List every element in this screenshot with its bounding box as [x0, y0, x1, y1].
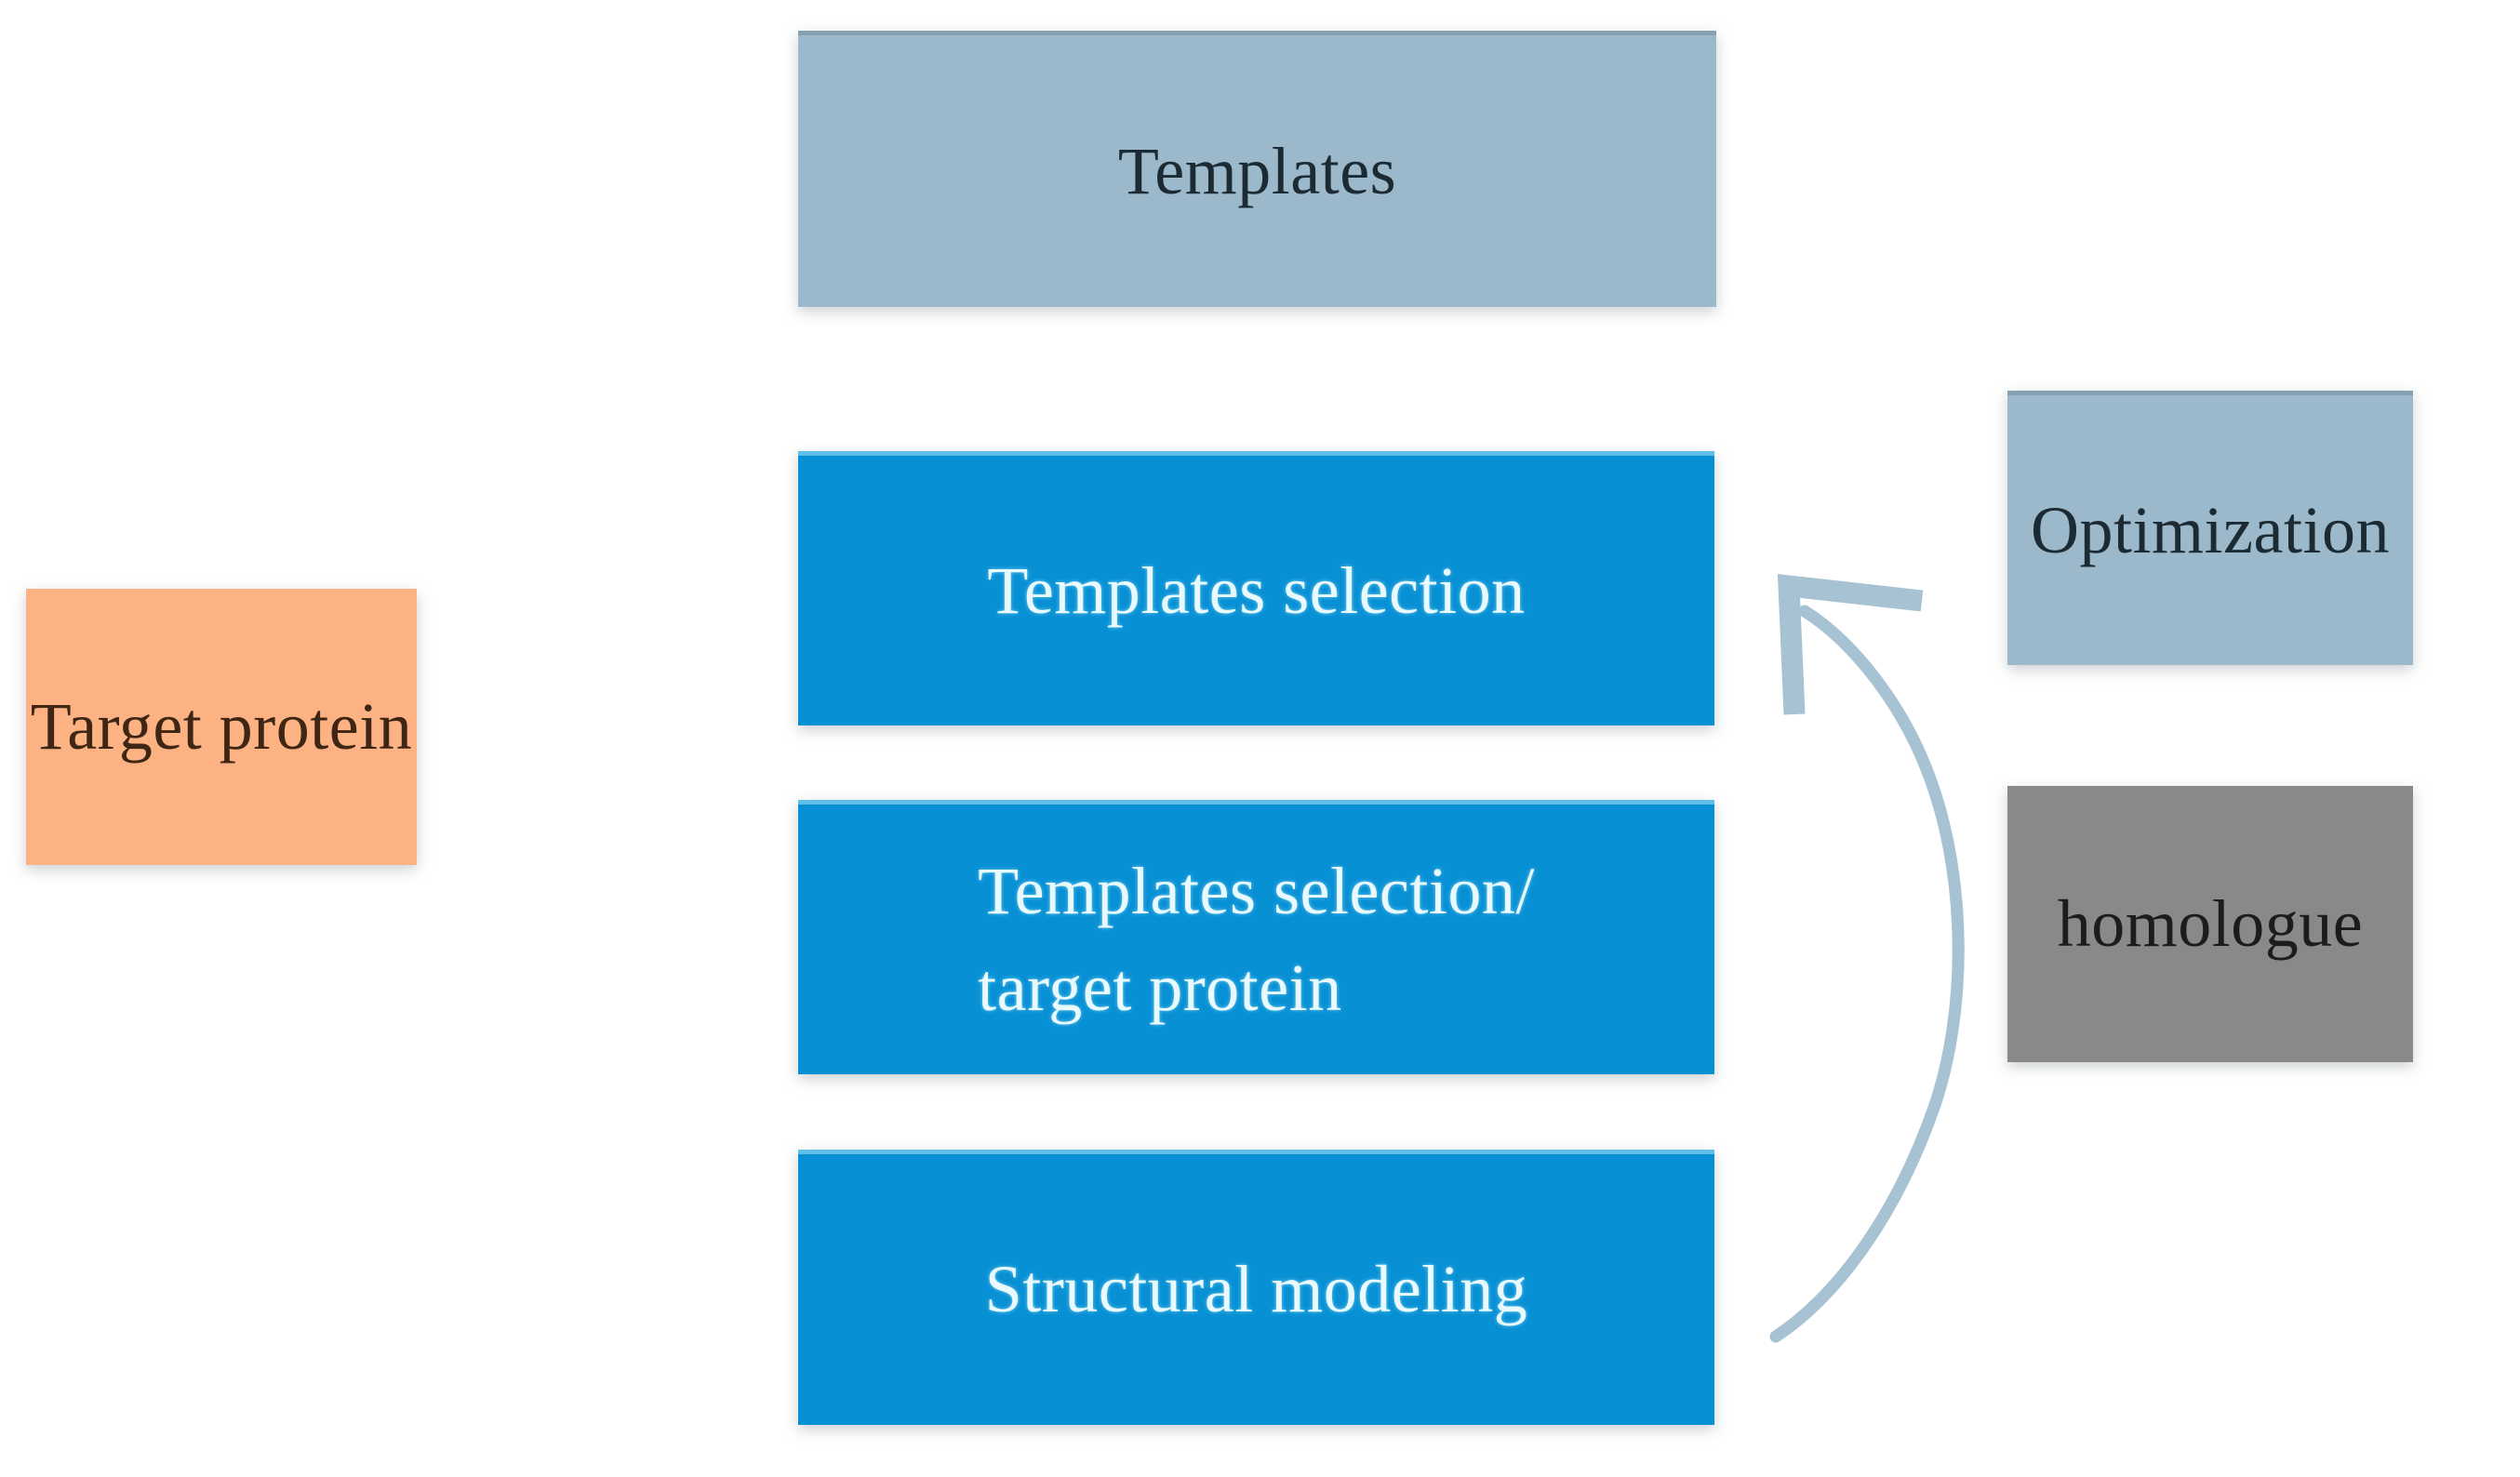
- feedback-arrow-head: [1777, 574, 1924, 715]
- box-homologue-label: homologue: [2057, 886, 2364, 961]
- box-structural-modeling-label: Structural modeling: [984, 1252, 1528, 1326]
- box-homologue: homologue: [2007, 786, 2413, 1062]
- box-templates: Templates: [798, 31, 1716, 307]
- box-templates-selection: Templates selection: [798, 451, 1714, 725]
- box-templates-label: Templates: [1117, 133, 1397, 208]
- box-optimization-label: Optimization: [2031, 492, 2390, 567]
- box-templates-selection-target-protein-label: Templates selection/ target protein: [978, 854, 1535, 1025]
- box-templates-selection-label: Templates selection: [987, 552, 1526, 628]
- box-target-protein-label: Target protein: [30, 689, 413, 764]
- feedback-arrow-curve: [1769, 605, 1965, 1343]
- box-templates-selection-target-protein: Templates selection/ target protein: [798, 800, 1714, 1074]
- box-optimization: Optimization: [2007, 391, 2413, 665]
- box-target-protein: Target protein: [26, 589, 417, 865]
- box-structural-modeling: Structural modeling: [798, 1150, 1714, 1425]
